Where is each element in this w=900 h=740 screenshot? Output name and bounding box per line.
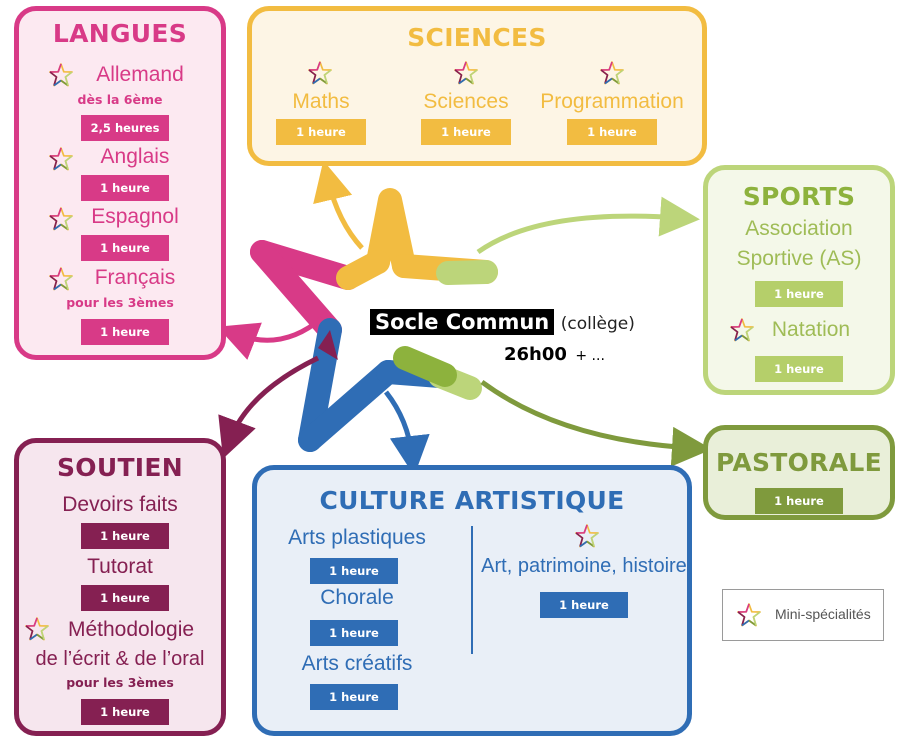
langues-item-francais: Français — [94, 266, 176, 289]
mini-speciality-star-icon — [454, 61, 478, 85]
soutien-item-tutorat: Tutorat — [87, 555, 153, 578]
culture-badge-art-patrimoine: 1 heure — [540, 592, 628, 618]
langues-badge-francais: 1 heure — [81, 319, 169, 345]
pastorale-title: PASTORALE — [716, 448, 882, 477]
soutien-item-methodologie-line1: Méthodologie — [67, 618, 195, 641]
langues-badge-anglais: 1 heure — [81, 175, 169, 201]
soutien-item-methodologie-note: pour les 3èmes — [66, 675, 174, 690]
culture-badge-chorale: 1 heure — [310, 620, 398, 646]
rainbow-star-icon — [737, 603, 761, 627]
socle-commun-label: Socle Commun (collège) — [370, 309, 635, 335]
soutien-box: SOUTIEN Devoirs faits 1 heure Tutorat 1 … — [14, 438, 226, 736]
langues-item-allemand-note: dès la 6ème — [77, 92, 163, 107]
langues-box: LANGUES Allemand dès la 6ème 2,5 heures … — [14, 6, 226, 360]
mini-speciality-star-icon — [575, 524, 599, 548]
sciences-title: SCIENCES — [407, 23, 547, 52]
culture-divider — [471, 526, 473, 654]
pastorale-box: PASTORALE 1 heure — [703, 425, 895, 520]
sciences-badge-programmation: 1 heure — [567, 119, 657, 145]
culture-item-arts-plastiques: Arts plastiques — [288, 526, 426, 549]
sciences-box: SCIENCES Maths 1 heure Sciences 1 heure … — [247, 6, 707, 166]
legend-box: Mini-spécialités — [722, 589, 884, 641]
socle-suffix: (collège) — [560, 314, 635, 334]
sports-box: SPORTS Association Sportive (AS) 1 heure… — [703, 165, 895, 395]
pastorale-badge: 1 heure — [755, 488, 843, 514]
culture-badge-arts-plastiques: 1 heure — [310, 558, 398, 584]
socle-hours: 26h00 — [504, 344, 567, 365]
langues-item-allemand: Allemand — [96, 63, 184, 86]
sciences-badge-sciences: 1 heure — [421, 119, 511, 145]
socle-plus: + ... — [575, 348, 605, 364]
legend-label: Mini-spécialités — [775, 606, 871, 622]
socle-hours-line: 26h00 + ... — [504, 344, 605, 365]
langues-badge-allemand: 2,5 heures — [81, 115, 169, 141]
sports-item-as-line1: Association — [745, 217, 853, 240]
culture-item-chorale: Chorale — [320, 586, 394, 609]
soutien-badge-devoirs-faits: 1 heure — [81, 523, 169, 549]
mini-speciality-star-icon — [308, 61, 332, 85]
soutien-title: SOUTIEN — [56, 453, 183, 482]
sciences-item-programmation: Programmation — [540, 90, 684, 113]
culture-box: CULTURE ARTISTIQUE Arts plastiques 1 heu… — [252, 465, 692, 736]
langues-item-espagnol: Espagnol — [91, 205, 179, 228]
langues-title: LANGUES — [52, 19, 188, 48]
sports-badge-as: 1 heure — [755, 281, 843, 307]
culture-title: CULTURE ARTISTIQUE — [319, 486, 625, 515]
sciences-item-sciences: Sciences — [423, 90, 509, 113]
socle-title: Socle Commun — [370, 309, 555, 335]
langues-item-anglais: Anglais — [100, 145, 170, 168]
langues-item-francais-note: pour les 3èmes — [66, 295, 174, 310]
culture-badge-arts-creatifs: 1 heure — [310, 684, 398, 710]
sciences-badge-maths: 1 heure — [276, 119, 366, 145]
sports-item-as-line2: Sportive (AS) — [736, 247, 862, 270]
sports-title: SPORTS — [742, 182, 856, 211]
mini-speciality-star-icon — [600, 61, 624, 85]
soutien-badge-tutorat: 1 heure — [81, 585, 169, 611]
culture-item-art-patrimoine: Art, patrimoine, histoire — [481, 555, 687, 577]
sports-item-natation: Natation — [771, 318, 851, 341]
sports-badge-natation: 1 heure — [755, 356, 843, 382]
soutien-item-devoirs-faits: Devoirs faits — [62, 493, 178, 516]
culture-item-arts-creatifs: Arts créatifs — [301, 652, 413, 675]
soutien-item-methodologie-line2: de l’écrit & de l’oral — [35, 648, 205, 670]
langues-badge-espagnol: 1 heure — [81, 235, 169, 261]
sciences-item-maths: Maths — [292, 90, 350, 113]
soutien-badge-methodologie: 1 heure — [81, 699, 169, 725]
